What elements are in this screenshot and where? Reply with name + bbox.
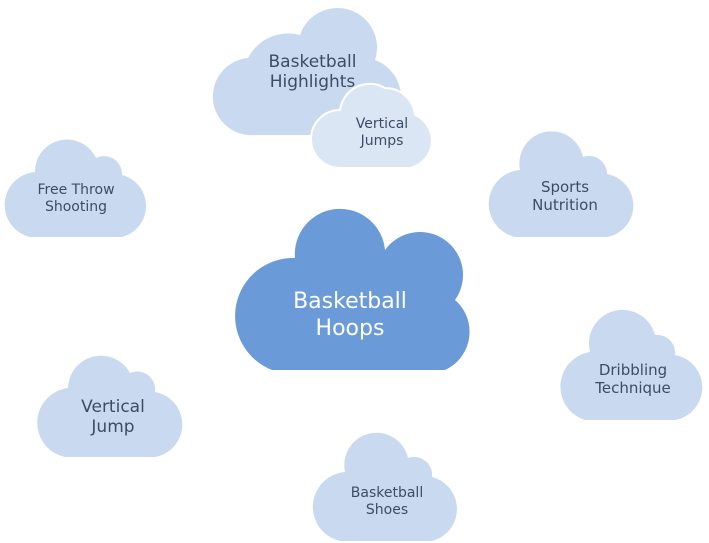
label-sports-nutrition: Sports Nutrition (500, 174, 630, 218)
label-line: Shooting (44, 199, 108, 215)
cloud-free-throw-shooting (4, 139, 147, 237)
label-line: Vertical (81, 396, 145, 417)
label-line: Basketball (293, 289, 407, 315)
label-line: Basketball (350, 485, 424, 502)
label-line: Vertical (355, 116, 409, 133)
label-basketball-highlights: Basketball Highlights (240, 48, 385, 96)
label-vertical-jump: Vertical Jump (48, 394, 178, 440)
cloud-sports-nutrition (488, 131, 634, 237)
label-line: Hoops (315, 316, 385, 341)
label-line: Jump (91, 417, 135, 437)
label-line: Sports (540, 178, 590, 196)
label-line: Free Throw (37, 182, 115, 199)
cloud-vertical-jump (37, 355, 183, 457)
label-basketball-shoes: Basketball Shoes (322, 481, 452, 523)
label-line: Highlights (269, 72, 356, 92)
label-vertical-jumps: Vertical Jumps (322, 112, 442, 154)
label-line: Technique (595, 379, 671, 397)
label-line: Jumps (360, 133, 404, 149)
cloud-basketball-hoops (235, 208, 470, 370)
cloud-basketball-shoes (312, 432, 457, 541)
cloud-dribbling-technique (560, 309, 703, 420)
cloud-vertical-jumps (310, 82, 433, 169)
label-free-throw-shooting: Free Throw Shooting (12, 178, 140, 220)
label-basketball-hoops: Basketball Hoops (265, 287, 435, 345)
label-line: Basketball (268, 51, 357, 72)
label-dribbling-technique: Dribbling Technique (568, 357, 698, 401)
label-line: Shoes (365, 502, 409, 518)
label-line: Nutrition (532, 196, 598, 214)
label-line: Dribbling (598, 361, 668, 379)
